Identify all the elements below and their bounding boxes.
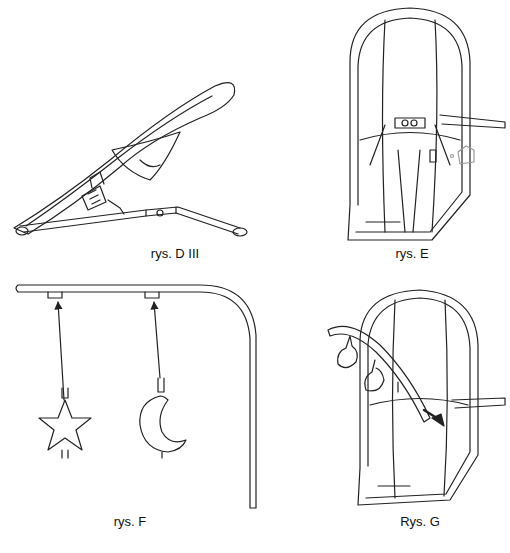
figure-caption: Rys. G xyxy=(398,514,442,529)
seat-cover xyxy=(348,8,505,240)
rocker-frame xyxy=(14,83,247,236)
toy-bar xyxy=(16,285,256,508)
seat-with-toy-bar xyxy=(328,290,505,505)
figure-caption: rys. E xyxy=(393,246,430,261)
figure-caption: rys. F xyxy=(112,514,149,529)
figure-caption: rys. D III xyxy=(149,246,201,261)
